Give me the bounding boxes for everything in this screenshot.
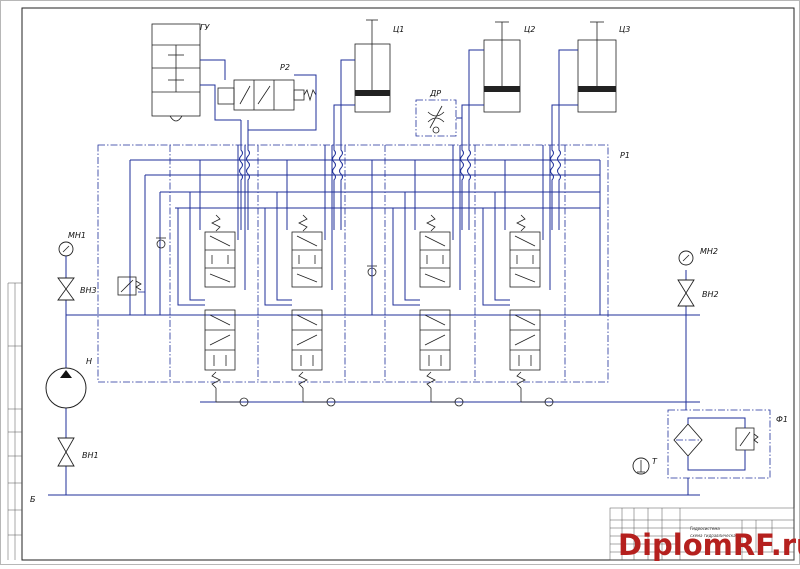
- watermark: DiplomRF.ru: [618, 528, 800, 562]
- cylinder-3: [551, 21, 617, 120]
- shutoff-valve-vn1: [57, 437, 75, 467]
- relief-valve: [117, 276, 146, 296]
- pump: [45, 367, 87, 409]
- title-block: Гидросистема схема гидравлическая: [609, 507, 795, 561]
- label-r1: Р1: [620, 151, 630, 160]
- steering-unit: [151, 23, 241, 122]
- directional-valve-4: [482, 144, 554, 407]
- label-vn3: ВН3: [80, 286, 97, 295]
- title-line-1: Гидросистема: [690, 526, 720, 531]
- label-b: Б: [30, 495, 36, 504]
- label-vn1: ВН1: [82, 451, 99, 460]
- valve-r2: [217, 74, 317, 131]
- directional-valve-2: [264, 144, 336, 407]
- title-line-2: схема гидравлическая: [690, 533, 739, 538]
- tank: [632, 457, 650, 475]
- valve-block-r1: [97, 144, 609, 383]
- filter-f1: [667, 409, 771, 479]
- left-margin-strip: [7, 282, 22, 560]
- check-valve-left: [156, 237, 166, 249]
- label-ts1: Ц1: [393, 25, 404, 34]
- cylinder-1: [333, 19, 391, 120]
- crossover-lines: [239, 120, 561, 230]
- cylinder-2: [461, 21, 521, 120]
- label-dr: ДР: [429, 89, 441, 98]
- shutoff-valve-vn2: [677, 279, 695, 307]
- label-r2: Р2: [280, 63, 290, 72]
- inner-frame: [21, 7, 795, 561]
- label-gu: ГУ: [200, 23, 210, 32]
- label-ts2: Ц2: [524, 25, 535, 34]
- gauge-mn1: [58, 241, 74, 272]
- label-vn2: ВН2: [702, 290, 719, 299]
- label-n: Н: [86, 357, 92, 366]
- valve-sections: [177, 144, 554, 407]
- label-t: Т: [652, 457, 658, 466]
- directional-valve-3: [392, 144, 464, 407]
- label-f1: Ф1: [776, 415, 788, 424]
- throttle-dr: [415, 99, 462, 137]
- shutoff-valve-vn3: [57, 277, 75, 301]
- gauge-mn2: [678, 250, 694, 266]
- directional-valve-1: [177, 145, 249, 407]
- label-mn1: МН1: [68, 231, 86, 240]
- check-valve-middle: [367, 160, 377, 315]
- label-ts3: Ц3: [619, 25, 630, 34]
- label-mn2: МН2: [700, 247, 718, 256]
- main-lines: [48, 250, 700, 496]
